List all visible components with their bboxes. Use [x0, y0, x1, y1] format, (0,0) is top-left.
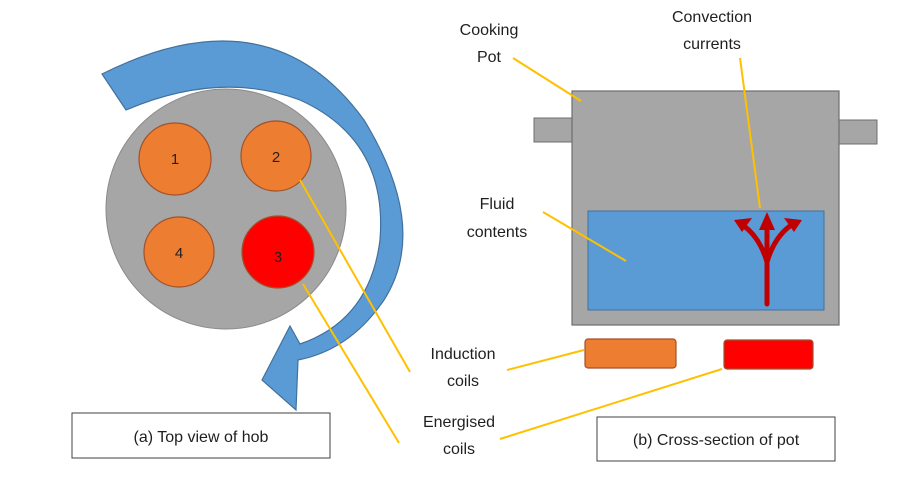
coil-1: 1	[138, 122, 212, 196]
label-induction-1: Induction	[431, 346, 496, 363]
rotation-arrow	[101, 40, 404, 412]
caption-b: (b) Cross-section of pot	[633, 432, 800, 449]
label-energised-2: coils	[443, 441, 475, 458]
leader-induction-coil	[506, 349, 585, 371]
leader-coil-3	[302, 283, 400, 444]
coil-4: 4	[143, 216, 215, 288]
coil-3-label: 3	[274, 249, 282, 266]
label-convection-1: Convection	[672, 9, 752, 26]
hob-plate	[105, 88, 347, 330]
label-cooking-pot-1: Cooking	[460, 22, 519, 39]
leader-coil-2	[299, 179, 411, 373]
energised-coil-block	[723, 339, 814, 370]
pot-handle-right	[838, 119, 878, 145]
coil-3: 3	[241, 215, 315, 289]
convection-arrows	[741, 223, 793, 307]
coil-3-circle	[241, 215, 315, 289]
label-induction-2: coils	[447, 373, 479, 390]
leader-energised-coil	[499, 368, 723, 440]
coil-4-label: 4	[175, 245, 183, 262]
coil-4-circle	[143, 216, 215, 288]
label-fluid-1: Fluid	[480, 196, 515, 213]
convection-arrowheads	[734, 212, 802, 232]
coil-2: 2	[240, 120, 312, 192]
label-convection-2: currents	[683, 36, 741, 53]
coil-1-label: 1	[171, 151, 179, 168]
leader-convection	[739, 57, 761, 209]
leader-cooking-pot	[512, 57, 582, 102]
label-cooking-pot-2: Pot	[477, 49, 502, 66]
caption-box-b	[596, 416, 836, 462]
coil-2-label: 2	[272, 149, 280, 166]
pot-handle-left	[533, 117, 573, 143]
convection-head-center	[759, 212, 775, 230]
coil-2-circle	[240, 120, 312, 192]
caption-box-a	[71, 412, 331, 459]
convection-branch-right	[764, 223, 793, 265]
convection-head-left	[734, 218, 752, 232]
label-fluid-2: contents	[467, 224, 527, 241]
leader-lines	[299, 57, 761, 444]
label-energised-1: Energised	[423, 414, 495, 431]
convection-head-right	[784, 218, 802, 232]
leader-fluid	[542, 211, 627, 262]
caption-a: (a) Top view of hob	[134, 429, 269, 446]
induction-coil-block	[584, 338, 677, 369]
coil-1-circle	[138, 122, 212, 196]
